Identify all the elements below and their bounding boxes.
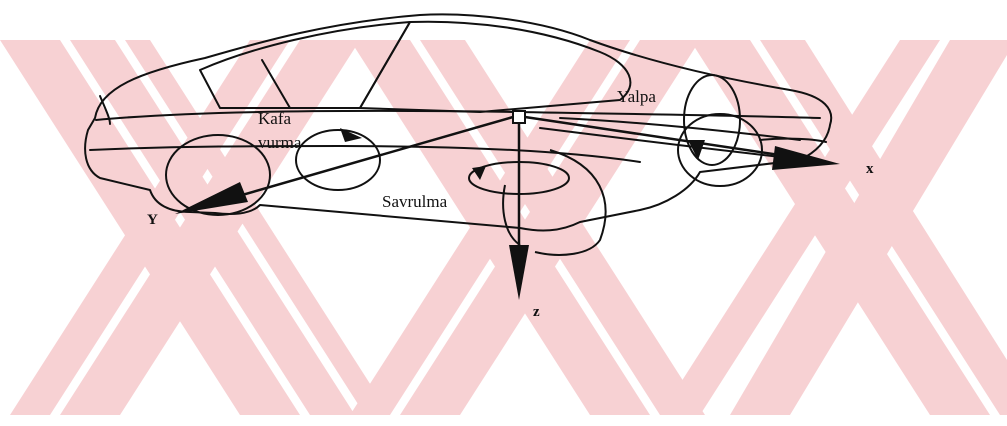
y-axis-label: Y — [147, 211, 158, 229]
z-axis-label: z — [533, 303, 540, 321]
pitch-label-line2: vurma — [258, 134, 301, 152]
yaw-rotation-ellipse — [684, 75, 740, 165]
yaw-label: Yalpa — [617, 88, 656, 106]
pitch-label-line1: Kafa — [258, 110, 291, 128]
x-axis-label: x — [866, 160, 874, 178]
roll-label: Savrulma — [382, 193, 447, 211]
origin-marker — [513, 111, 525, 123]
